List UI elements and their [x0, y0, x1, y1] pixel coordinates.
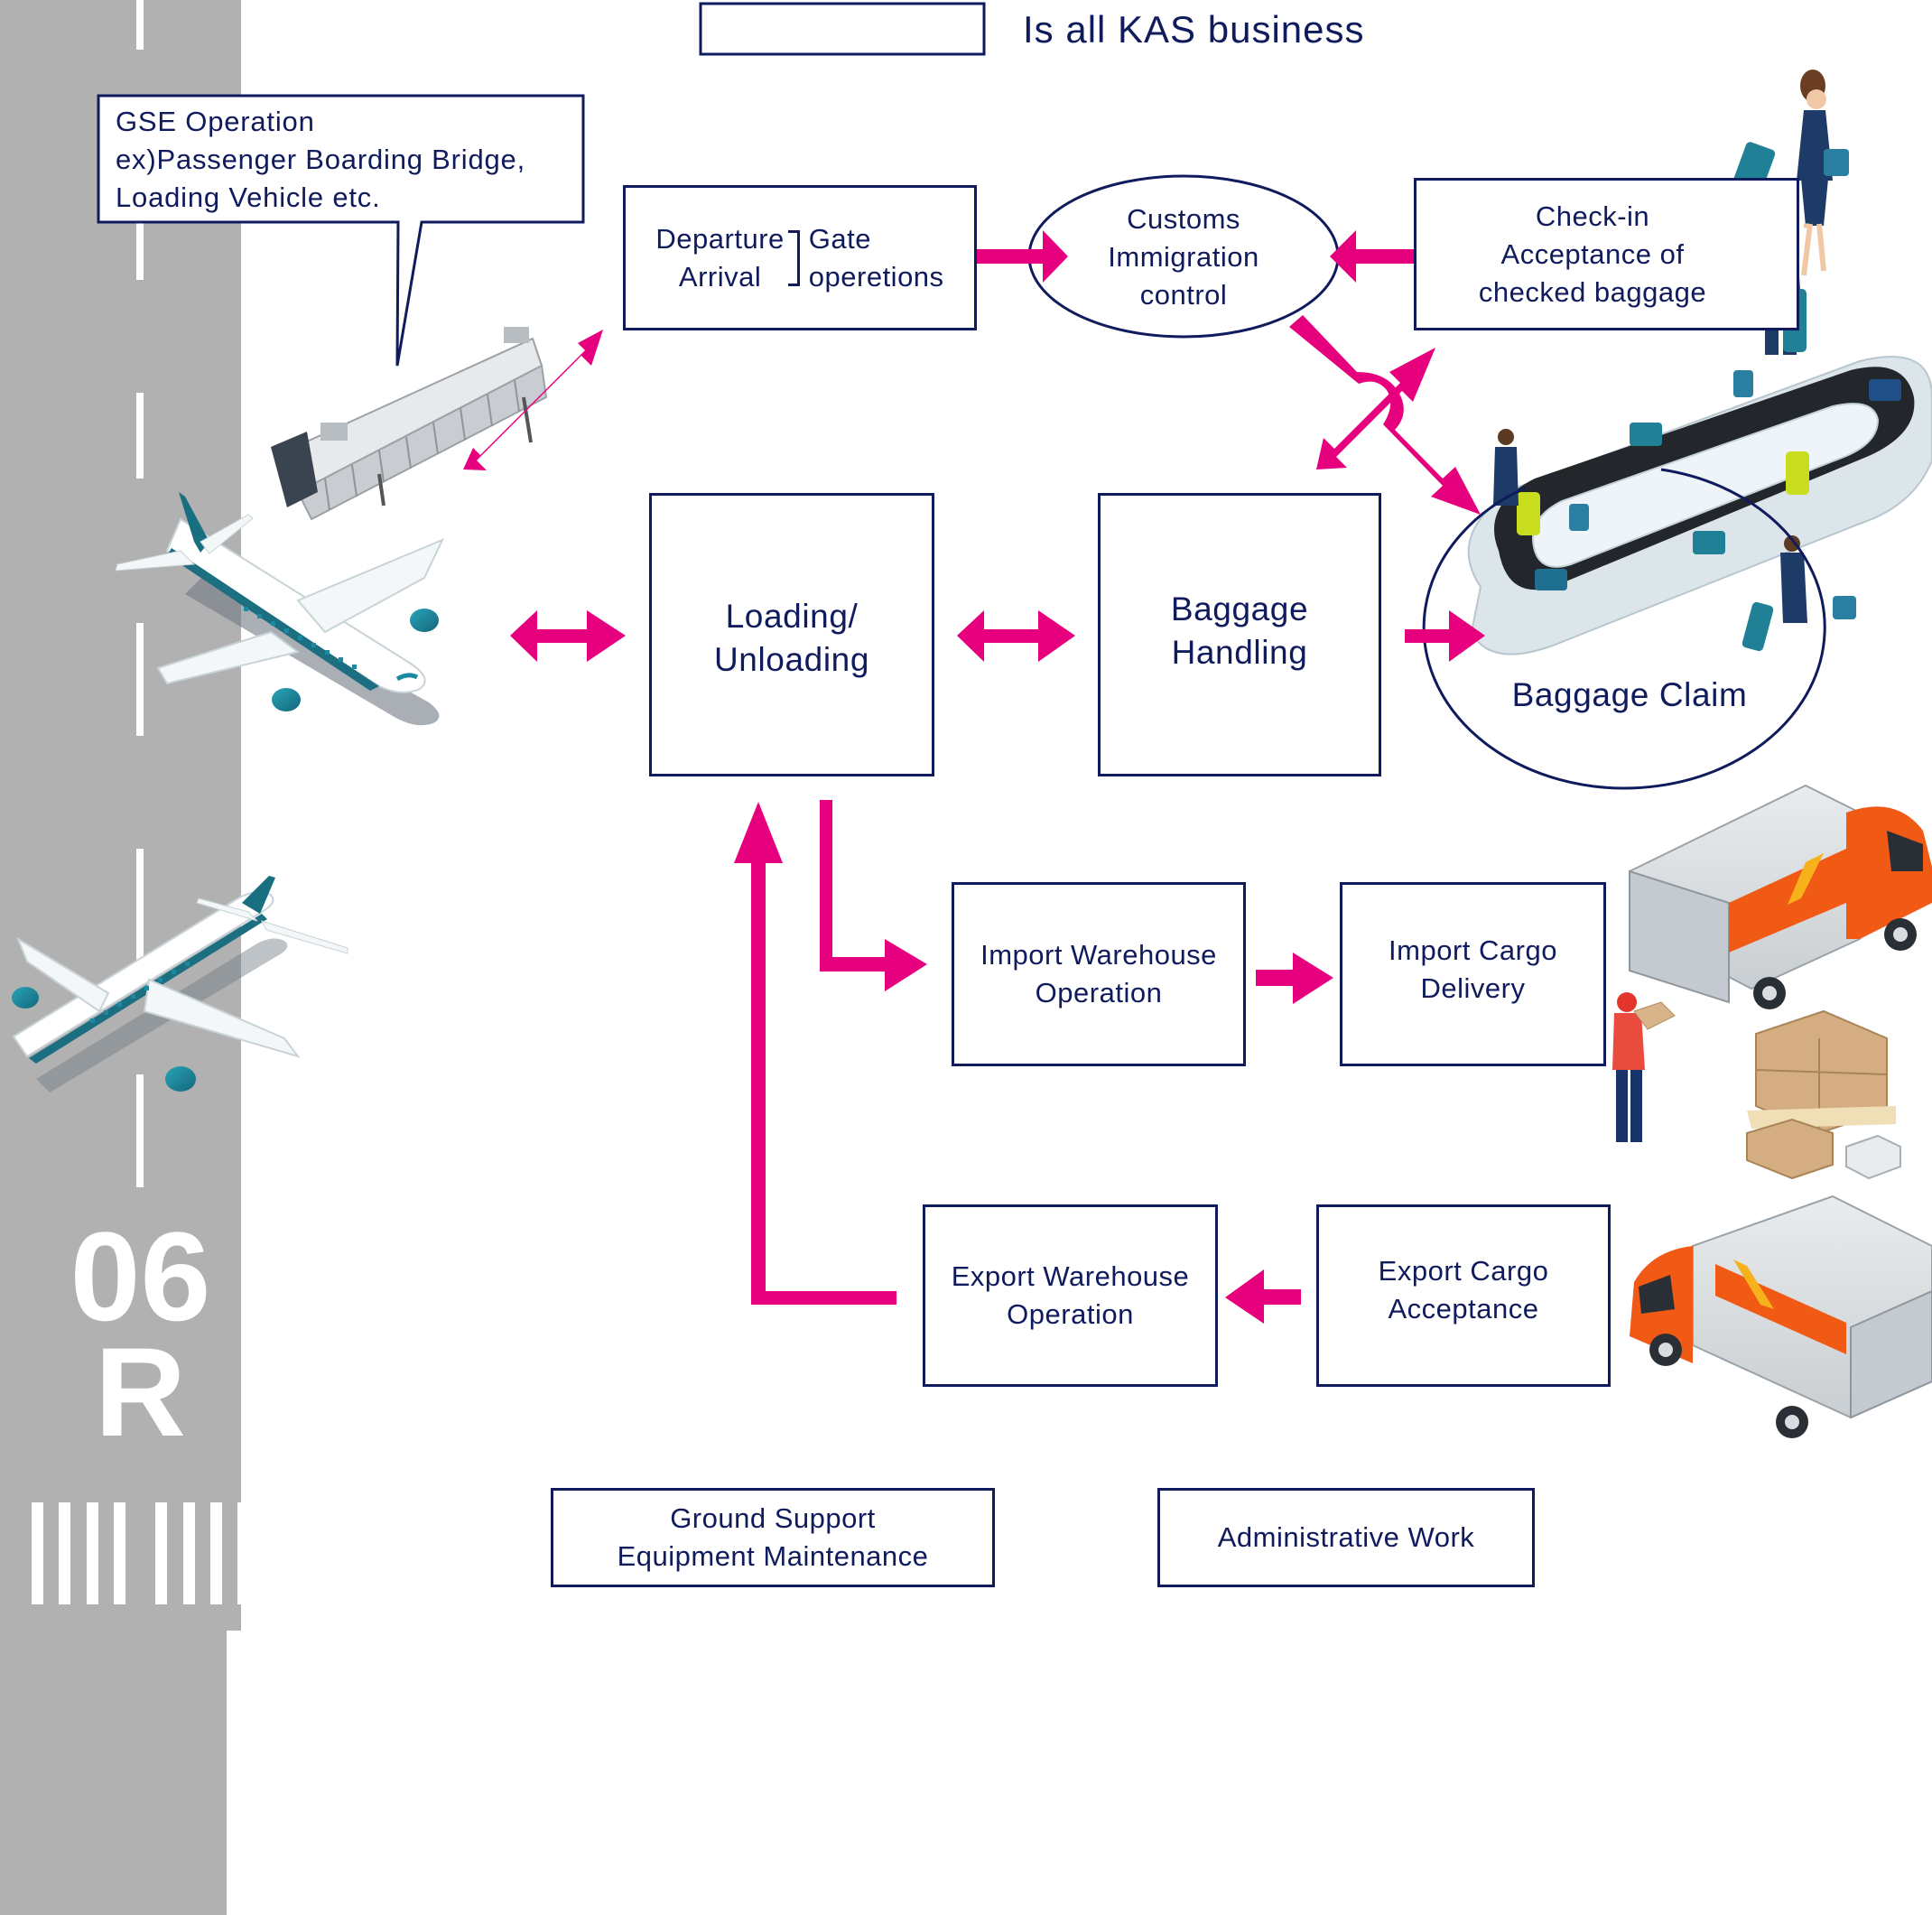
arrow-customs-claim — [1289, 315, 1481, 515]
checkin-text: Check-in Acceptance of checked baggage — [1453, 198, 1732, 311]
import-warehouse-text: Import Warehouse Operation — [980, 936, 1217, 1012]
arrow-loading-baggage — [957, 610, 1075, 662]
label-arrival: Arrival — [678, 260, 762, 293]
runway-centerline — [136, 0, 144, 50]
customs-line: control — [1139, 279, 1228, 311]
checkin-line: Acceptance of — [1500, 237, 1685, 270]
node-export-acceptance[interactable]: Export Cargo Acceptance — [1316, 1204, 1611, 1387]
export-acceptance-line: Acceptance — [1388, 1293, 1539, 1325]
boarding-bridge-illustration — [271, 327, 548, 521]
arrow-handling-checkin — [1316, 348, 1435, 469]
truck-illustration — [1630, 1195, 1932, 1438]
baggage-handling-text: Baggage Handling — [1171, 588, 1308, 674]
bracket-icon — [787, 229, 800, 286]
diagram-graphics — [12, 2, 1932, 1438]
import-delivery-text: Import Cargo Delivery — [1389, 932, 1557, 1008]
runway-number: 06 — [70, 1205, 211, 1347]
import-delivery-line: Delivery — [1420, 972, 1526, 1004]
threshold-bar — [155, 1502, 167, 1604]
runway-centerline — [136, 393, 144, 479]
threshold-bar — [32, 1502, 43, 1604]
loading-line: Loading/ — [725, 598, 859, 635]
runway — [0, 0, 241, 1631]
node-administrative-work[interactable]: Administrative Work — [1157, 1488, 1535, 1587]
aircraft-illustration — [115, 492, 445, 726]
callout-line: ex)Passenger Boarding Bridge, — [116, 144, 526, 175]
cargo-boxes-illustration — [1612, 992, 1901, 1180]
node-export-warehouse[interactable]: Export Warehouse Operation — [923, 1204, 1218, 1387]
aircraft-illustration — [12, 876, 348, 1092]
baggage-claim-outline — [1422, 468, 1826, 790]
truck-illustration — [1629, 784, 1932, 1009]
node-checkin[interactable]: Check-in Acceptance of checked baggage — [1414, 178, 1799, 330]
checkin-line: checked baggage — [1478, 275, 1707, 308]
node-import-delivery[interactable]: Import Cargo Delivery — [1340, 882, 1606, 1066]
label-operations: operetions — [808, 260, 944, 293]
admin-text: Administrative Work — [1218, 1519, 1475, 1557]
node-gse-maintenance[interactable]: Ground Support Equipment Maintenance — [551, 1488, 995, 1587]
runway-centerline — [136, 849, 144, 962]
threshold-bar — [183, 1502, 195, 1604]
threshold-bar — [59, 1502, 70, 1604]
checkin-line: Check-in — [1535, 200, 1650, 232]
gse-callout — [97, 94, 585, 367]
export-warehouse-text: Export Warehouse Operation — [952, 1258, 1190, 1334]
baggage-carousel-illustration — [1467, 356, 1932, 655]
customs-line: Immigration — [1108, 241, 1259, 273]
label-departure: Departure — [655, 222, 785, 255]
node-gate-operations[interactable]: Departure Arrival Gate operetions — [623, 185, 977, 330]
node-customs[interactable]: Customs Immigration control — [1030, 200, 1337, 314]
node-import-warehouse[interactable]: Import Warehouse Operation — [952, 882, 1246, 1066]
runway-centerline — [136, 623, 144, 736]
callout-line: Loading Vehicle etc. — [116, 181, 381, 213]
flow-arrows — [463, 230, 1485, 1324]
export-acceptance-text: Export Cargo Acceptance — [1379, 1252, 1549, 1328]
threshold-bar — [210, 1502, 222, 1604]
runway-centerline — [136, 194, 144, 280]
gate-right-labels: Gate operetions — [809, 220, 944, 296]
baggage-claim-label: Baggage Claim — [1511, 676, 1748, 713]
arrow-export-loading — [734, 802, 896, 1305]
threshold-bar — [87, 1502, 98, 1604]
gse-maintenance-line: Equipment Maintenance — [617, 1540, 929, 1572]
runway-designator: 06 R — [20, 1205, 261, 1463]
arrow-apron-loading — [510, 610, 626, 662]
callout-line: GSE Operation — [116, 106, 315, 137]
arrow-gate-customs — [952, 230, 1068, 283]
arrow-loading-import — [820, 800, 927, 991]
arrow-checkin-customs — [1330, 230, 1419, 283]
label-gate: Gate — [808, 222, 871, 255]
export-warehouse-line: Operation — [1007, 1298, 1134, 1330]
legend-swatch — [699, 2, 986, 56]
export-warehouse-line: Export Warehouse — [951, 1260, 1190, 1292]
import-delivery-line: Import Cargo — [1389, 934, 1557, 966]
export-acceptance-line: Export Cargo — [1378, 1255, 1549, 1287]
threshold-bar — [114, 1502, 125, 1604]
arrow-acceptance-export — [1225, 1269, 1301, 1324]
node-baggage-handling[interactable]: Baggage Handling — [1098, 493, 1381, 776]
loading-line: Unloading — [713, 641, 870, 678]
node-baggage-claim[interactable]: Baggage Claim — [1481, 674, 1779, 717]
admin-line: Administrative Work — [1217, 1521, 1475, 1553]
gse-maintenance-line: Ground Support — [670, 1502, 876, 1534]
gse-maintenance-text: Ground Support Equipment Maintenance — [618, 1500, 929, 1576]
arrow-bridge-gate — [463, 330, 603, 470]
legend-label: Is all KAS business — [1023, 8, 1365, 51]
baggage-handling-line: Handling — [1171, 634, 1308, 671]
gse-callout-text: GSE Operation ex)Passenger Boarding Brid… — [116, 103, 525, 217]
loading-text: Loading/ Unloading — [714, 595, 869, 682]
node-loading-unloading[interactable]: Loading/ Unloading — [649, 493, 934, 776]
customs-line: Customs — [1127, 203, 1240, 235]
import-warehouse-line: Operation — [1035, 977, 1163, 1009]
baggage-handling-line: Baggage — [1170, 590, 1309, 627]
threshold-bar — [237, 1502, 249, 1604]
gate-left-labels: Departure Arrival — [655, 220, 784, 296]
import-warehouse-line: Import Warehouse — [980, 939, 1217, 971]
arrow-import-delivery — [1256, 953, 1333, 1004]
runway-centerline — [136, 1074, 144, 1187]
apron — [0, 1631, 227, 1915]
arrow-handling-claim — [1405, 610, 1485, 662]
runway-side: R — [94, 1321, 187, 1463]
